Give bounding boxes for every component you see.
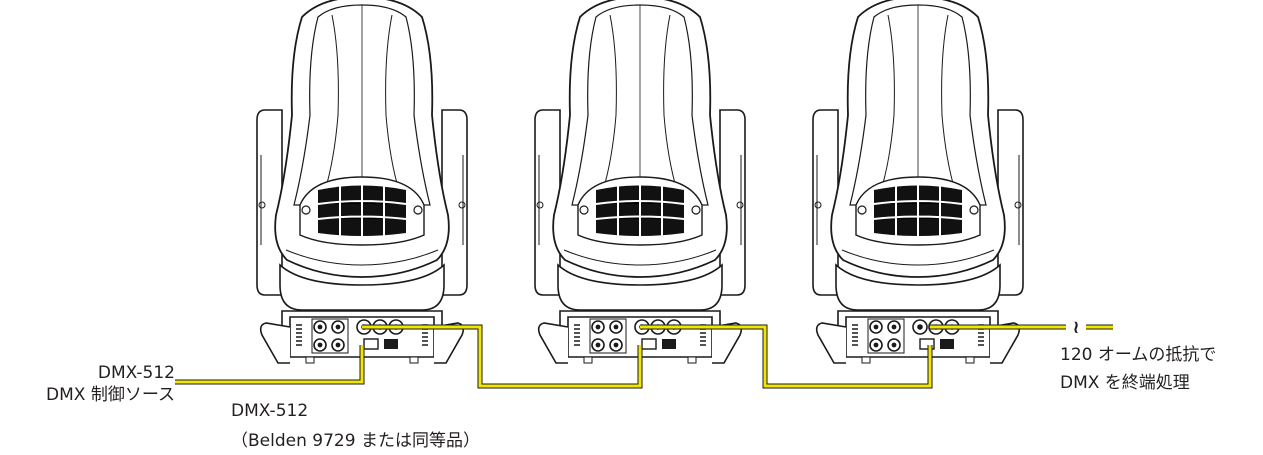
dmx-source-line2: DMX 制御ソース (46, 385, 175, 405)
termination-line1: 120 オームの抵抗で (1060, 345, 1217, 365)
dmx-cable-label: DMX-512 （Belden 9729 または同等品） (231, 400, 480, 452)
dmx-cable-line2: （Belden 9729 または同等品） (231, 431, 480, 451)
dmx-source-line1: DMX-512 (97, 363, 175, 383)
dmx-cable (175, 324, 1113, 389)
cable-break-symbol: ≀ (1073, 317, 1080, 338)
termination-line2: DMX を終端処理 (1060, 373, 1190, 393)
fixture-3 (812, 0, 1024, 364)
fixture-1 (256, 0, 468, 364)
fixture-2 (534, 0, 746, 364)
termination-label: 120 オームの抵抗で DMX を終端処理 (1060, 344, 1216, 394)
dmx-cable-line1: DMX-512 (231, 401, 309, 421)
dmx-source-label: DMX-512 DMX 制御ソース (46, 362, 175, 406)
